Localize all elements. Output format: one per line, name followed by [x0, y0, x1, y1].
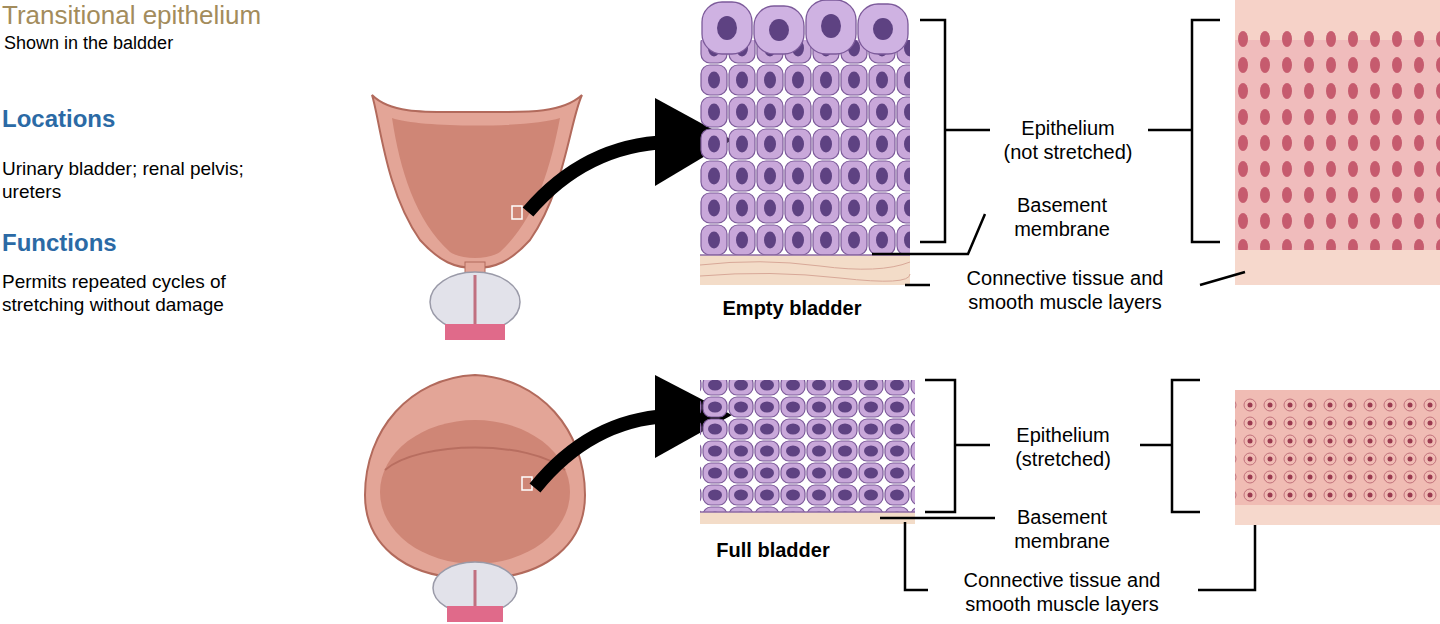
part-label: Basement membrane: [1012, 193, 1112, 241]
section-heading: Locations: [2, 105, 122, 134]
epithelium-drawing: [700, 380, 915, 524]
part-label: Connective tissue and smooth muscle laye…: [965, 266, 1166, 314]
epithelium-drawing: [700, 0, 910, 285]
micrograph: [1235, 390, 1440, 525]
subtitle: Shown in the baldder: [4, 33, 180, 55]
part-label: Connective tissue and smooth muscle laye…: [962, 568, 1163, 616]
part-label: Basement membrane: [1012, 505, 1112, 553]
section-text: Urinary bladder; renal pelvis; ureters: [2, 158, 248, 204]
section-heading: Functions: [2, 229, 123, 258]
part-label: Epithelium (not stretched): [1002, 116, 1135, 164]
section-text: Permits repeated cycles of stretching wi…: [2, 271, 230, 317]
part-label: Epithelium (stretched): [1013, 423, 1113, 471]
diagram-title: Transitional epithelium: [2, 0, 268, 31]
bracket-lines: [872, 20, 1255, 590]
full-bladder-illustration: [365, 375, 585, 622]
micrograph: [1235, 0, 1440, 285]
empty-bladder-illustration: [372, 95, 582, 340]
panel-label: Empty bladder: [720, 296, 865, 320]
panel-label: Full bladder: [713, 538, 833, 562]
